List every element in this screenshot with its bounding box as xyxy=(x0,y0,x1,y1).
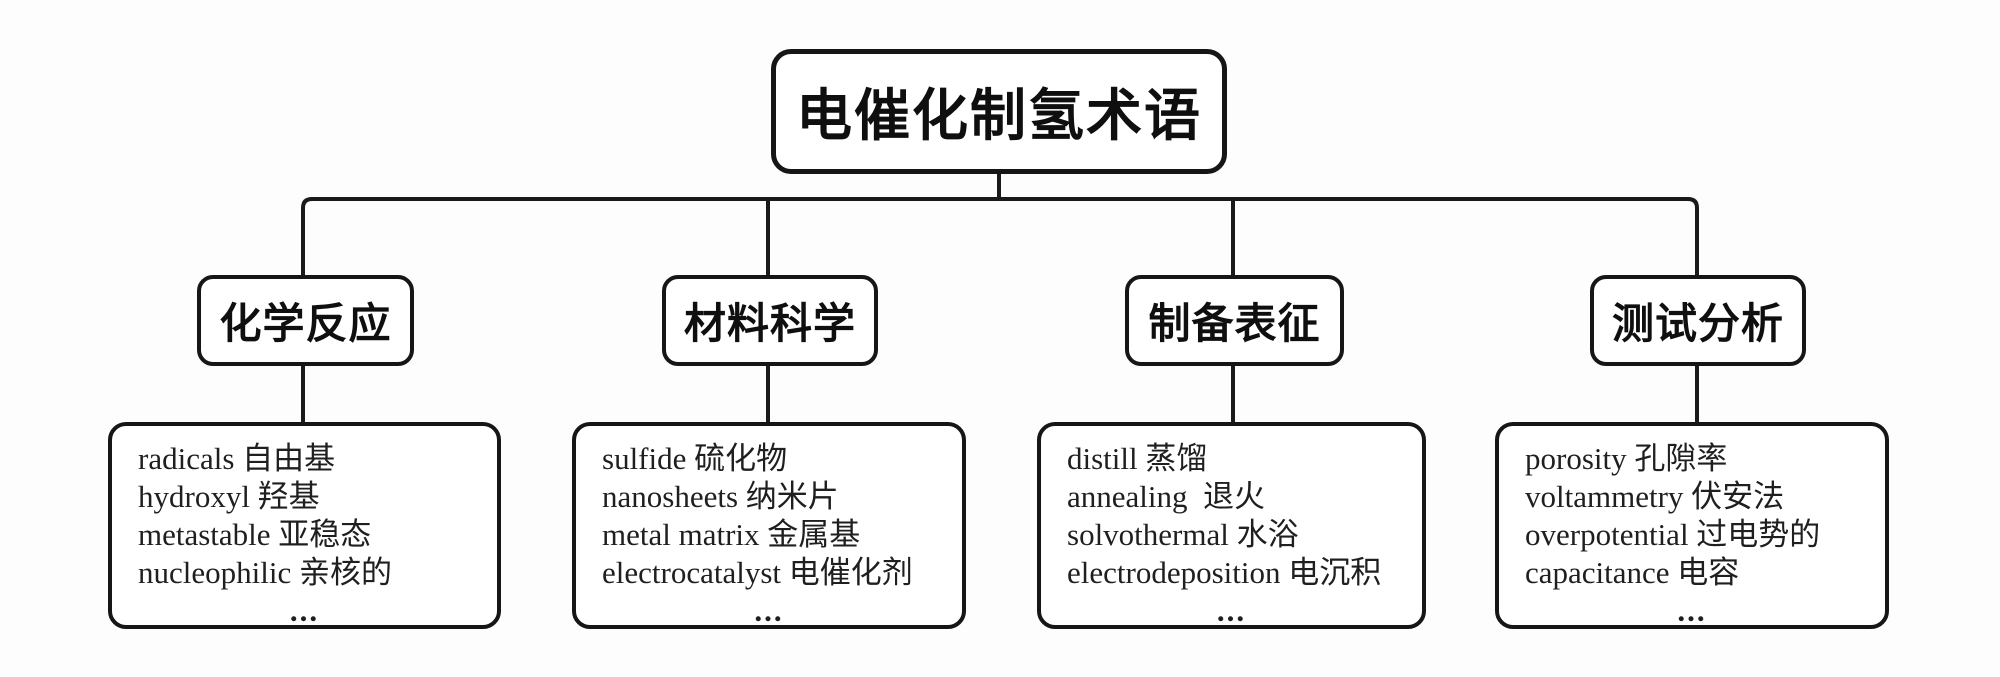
term-line: porosity 孔隙率 xyxy=(1525,441,1728,476)
ellipsis-line: ... xyxy=(754,593,784,628)
term-line: electrodeposition 电沉积 xyxy=(1067,555,1382,590)
ellipsis-line: ... xyxy=(1216,593,1247,628)
branch-label: 测试分析 xyxy=(1611,300,1784,347)
ellipsis-line: ... xyxy=(1677,593,1707,628)
term-line: nanosheets 纳米片 xyxy=(602,479,839,514)
ellipsis-line: ... xyxy=(289,593,320,628)
term-line: electrocatalyst 电催化剂 xyxy=(602,555,913,590)
terms-node-preparation-characterization: distill 蒸馏 annealing 退火 solvothermal 水浴 … xyxy=(1037,422,1426,629)
term-line: solvothermal 水浴 xyxy=(1067,517,1299,552)
branch-node-preparation-characterization: 制备表征 xyxy=(1125,275,1344,366)
terms-node-testing-analysis: porosity 孔隙率 voltammetry 伏安法 overpotenti… xyxy=(1495,422,1889,629)
term-line: annealing 退火 xyxy=(1067,479,1266,514)
term-line: metal matrix 金属基 xyxy=(602,517,861,552)
terms-node-materials-science: sulfide 硫化物 nanosheets 纳米片 metal matrix … xyxy=(572,422,966,629)
term-line: overpotential 过电势的 xyxy=(1525,517,1821,552)
term-line: voltammetry 伏安法 xyxy=(1525,479,1785,514)
branch-node-chemical-reaction: 化学反应 xyxy=(197,275,414,366)
branch-label: 制备表征 xyxy=(1148,300,1321,347)
term-line: metastable 亚稳态 xyxy=(138,517,372,552)
term-line: sulfide 硫化物 xyxy=(602,441,788,476)
root-label: 电催化制氢术语 xyxy=(796,84,1202,147)
term-line: distill 蒸馏 xyxy=(1067,441,1208,476)
term-line: hydroxyl 羟基 xyxy=(138,479,320,514)
branch-node-materials-science: 材料科学 xyxy=(662,275,878,366)
term-line: radicals 自由基 xyxy=(138,441,336,476)
root-node: 电催化制氢术语 xyxy=(771,49,1227,174)
bus-connector xyxy=(301,197,1699,277)
terms-node-chemical-reaction: radicals 自由基 hydroxyl 羟基 metastable 亚稳态 … xyxy=(108,422,501,629)
term-line: nucleophilic 亲核的 xyxy=(138,555,392,590)
branch-label: 化学反应 xyxy=(219,300,392,347)
term-line: capacitance 电容 xyxy=(1525,555,1740,590)
branch-node-testing-analysis: 测试分析 xyxy=(1590,275,1806,366)
branch-label: 材料科学 xyxy=(683,300,856,347)
